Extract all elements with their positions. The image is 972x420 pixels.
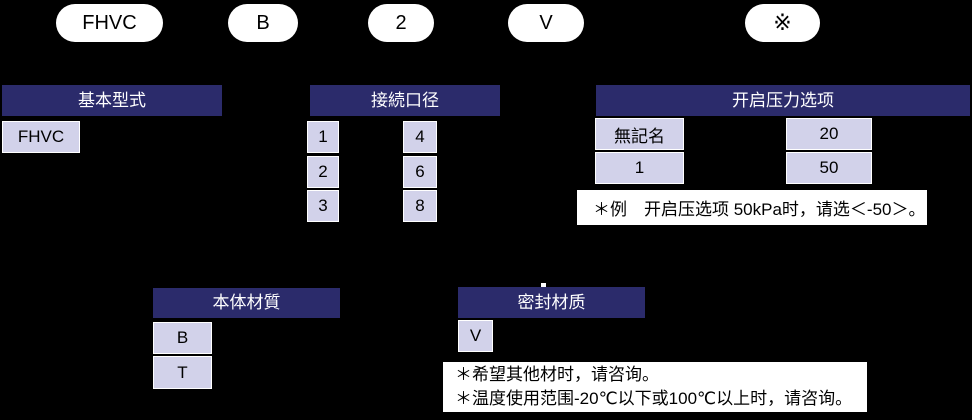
connector-stub xyxy=(541,283,546,287)
opening-pressure-note: ＊例 开启压选项 50kPa时，请选＜-50＞。 xyxy=(577,190,927,225)
pill-seal-material: V xyxy=(508,4,584,42)
opening-pressure-option: 1 xyxy=(595,152,684,184)
pill-connection-size: 2 xyxy=(368,4,434,42)
opening-pressure-option: 無記名 xyxy=(595,118,684,150)
body-material-header: 本体材質 xyxy=(153,288,340,318)
connection-size-header: 接続口径 xyxy=(310,85,500,116)
note-text: ＊希望其他材时，请咨询。 xyxy=(455,365,659,384)
seal-material-header: 密封材质 xyxy=(458,287,645,318)
connection-size-option: 6 xyxy=(403,156,437,188)
seal-material-option: V xyxy=(458,320,493,352)
body-material-option: B xyxy=(153,322,212,354)
connection-size-option: 4 xyxy=(403,121,437,153)
connection-size-option: 1 xyxy=(307,121,339,153)
connection-size-option: 2 xyxy=(307,156,339,188)
pill-opening-pressure: ※ xyxy=(745,4,820,42)
seal-material-note: ＊希望其他材时，请咨询。 ＊温度使用范围-20℃以下或100℃以上时，请咨询。 xyxy=(443,362,867,412)
basic-model-header: 基本型式 xyxy=(2,85,222,116)
note-text: ＊温度使用范围-20℃以下或100℃以上时，请咨询。 xyxy=(455,389,853,408)
note-text: ＊例 开启压选项 50kPa时，请选＜-50＞。 xyxy=(593,200,926,219)
opening-pressure-header: 开启压力选项 xyxy=(596,85,970,116)
pill-basic-model: FHVC xyxy=(56,4,163,42)
opening-pressure-option: 20 xyxy=(786,118,872,150)
opening-pressure-option: 50 xyxy=(786,152,872,184)
basic-model-option: FHVC xyxy=(2,121,80,153)
pill-body-material: B xyxy=(228,4,298,42)
body-material-option: T xyxy=(153,356,212,389)
connection-size-option: 8 xyxy=(403,190,437,222)
connection-size-option: 3 xyxy=(307,190,339,222)
